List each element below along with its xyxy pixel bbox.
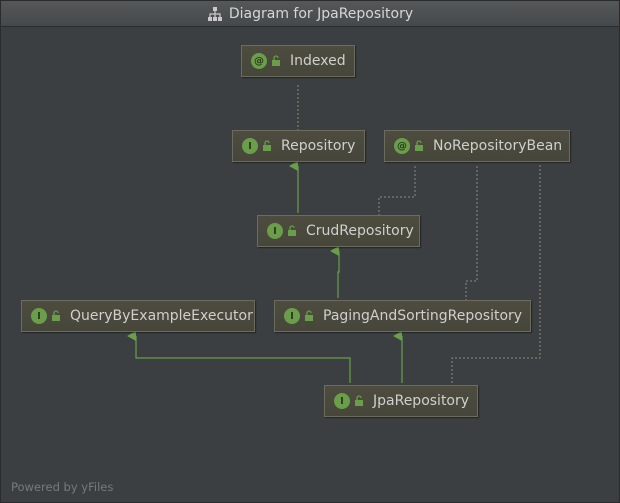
edge-jparepository-querybyexample [127,331,351,383]
lock-icon [355,395,363,406]
node-pagingandsortingrepository[interactable]: I PagingAndSortingRepository [274,300,531,332]
window-title: Diagram for JpaRepository [228,5,414,22]
node-repository[interactable]: I Repository [232,130,365,162]
node-label: CrudRepository [306,223,414,239]
node-label: JpaRepository [373,393,470,409]
lock-icon [415,140,423,151]
powered-by-label: Powered by yFiles [11,480,114,494]
interface-icon: I [284,308,300,324]
interface-icon: I [242,138,258,154]
node-label: NoRepositoryBean [433,138,563,154]
diagram-canvas[interactable]: @ Indexed I Repository @ NoRepositoryBea… [1,27,619,502]
lock-icon [288,225,296,236]
node-label: PagingAndSortingRepository [323,308,523,324]
node-norepositorybean[interactable]: @ NoRepositoryBean [384,130,570,162]
interface-icon: I [31,308,47,324]
class-hierarchy-icon [207,6,222,21]
edges-layer [127,83,541,383]
node-querybyexampleexecutor[interactable]: I QueryByExampleExecutor [21,300,255,332]
lock-icon [263,140,271,151]
edge-jparepository-norepositorybean [451,164,541,383]
annotation-icon: @ [394,138,410,154]
title-bar: Diagram for JpaRepository [1,1,619,27]
node-jparepository[interactable]: I JpaRepository [324,385,478,417]
node-label: QueryByExampleExecutor [70,308,253,324]
interface-icon: I [267,223,283,239]
edge-pagingandsorting-crudrepository [330,246,340,298]
lock-icon [52,310,60,321]
annotation-icon: @ [251,53,267,69]
node-label: Indexed [290,53,346,69]
lock-icon [272,55,280,66]
interface-icon: I [334,393,350,409]
edge-crudrepository-norepositorybean [378,164,416,216]
lock-icon [305,310,313,321]
node-label: Repository [281,138,356,154]
node-indexed[interactable]: @ Indexed [241,45,355,77]
edge-pagingandsorting-norepositorybean [465,164,478,301]
node-crudrepository[interactable]: I CrudRepository [257,215,420,247]
